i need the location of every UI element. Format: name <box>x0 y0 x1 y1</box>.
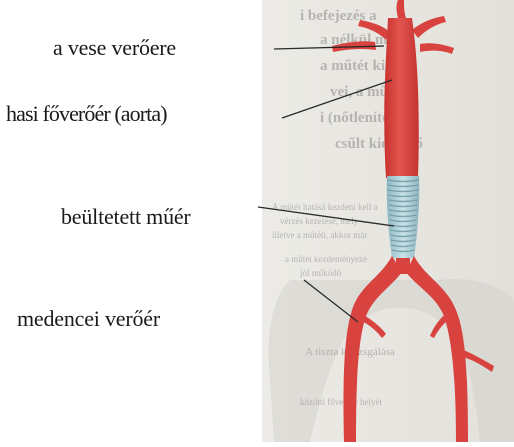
label-aorta: hasi főverőér (aorta) <box>6 101 167 127</box>
background-text-line: a műtét kezdeményezé <box>285 254 367 264</box>
label-graft: beültetett műér <box>61 204 191 230</box>
label-renal-artery: a vese verőere <box>53 35 176 61</box>
aorta <box>384 18 418 178</box>
graft <box>387 176 420 258</box>
background-text-line: illetve a műtéti, akkor már <box>272 230 367 240</box>
background-text-line: közötti főverőér helyét <box>300 397 382 407</box>
label-iliac-artery: medencei verőér <box>17 306 160 332</box>
background-text-line: vérzés kezelése, mely <box>280 216 359 226</box>
background-text-line: jól működő <box>299 268 342 278</box>
background-text-line: A műtét hatásá kezdeni kell a <box>272 202 378 212</box>
